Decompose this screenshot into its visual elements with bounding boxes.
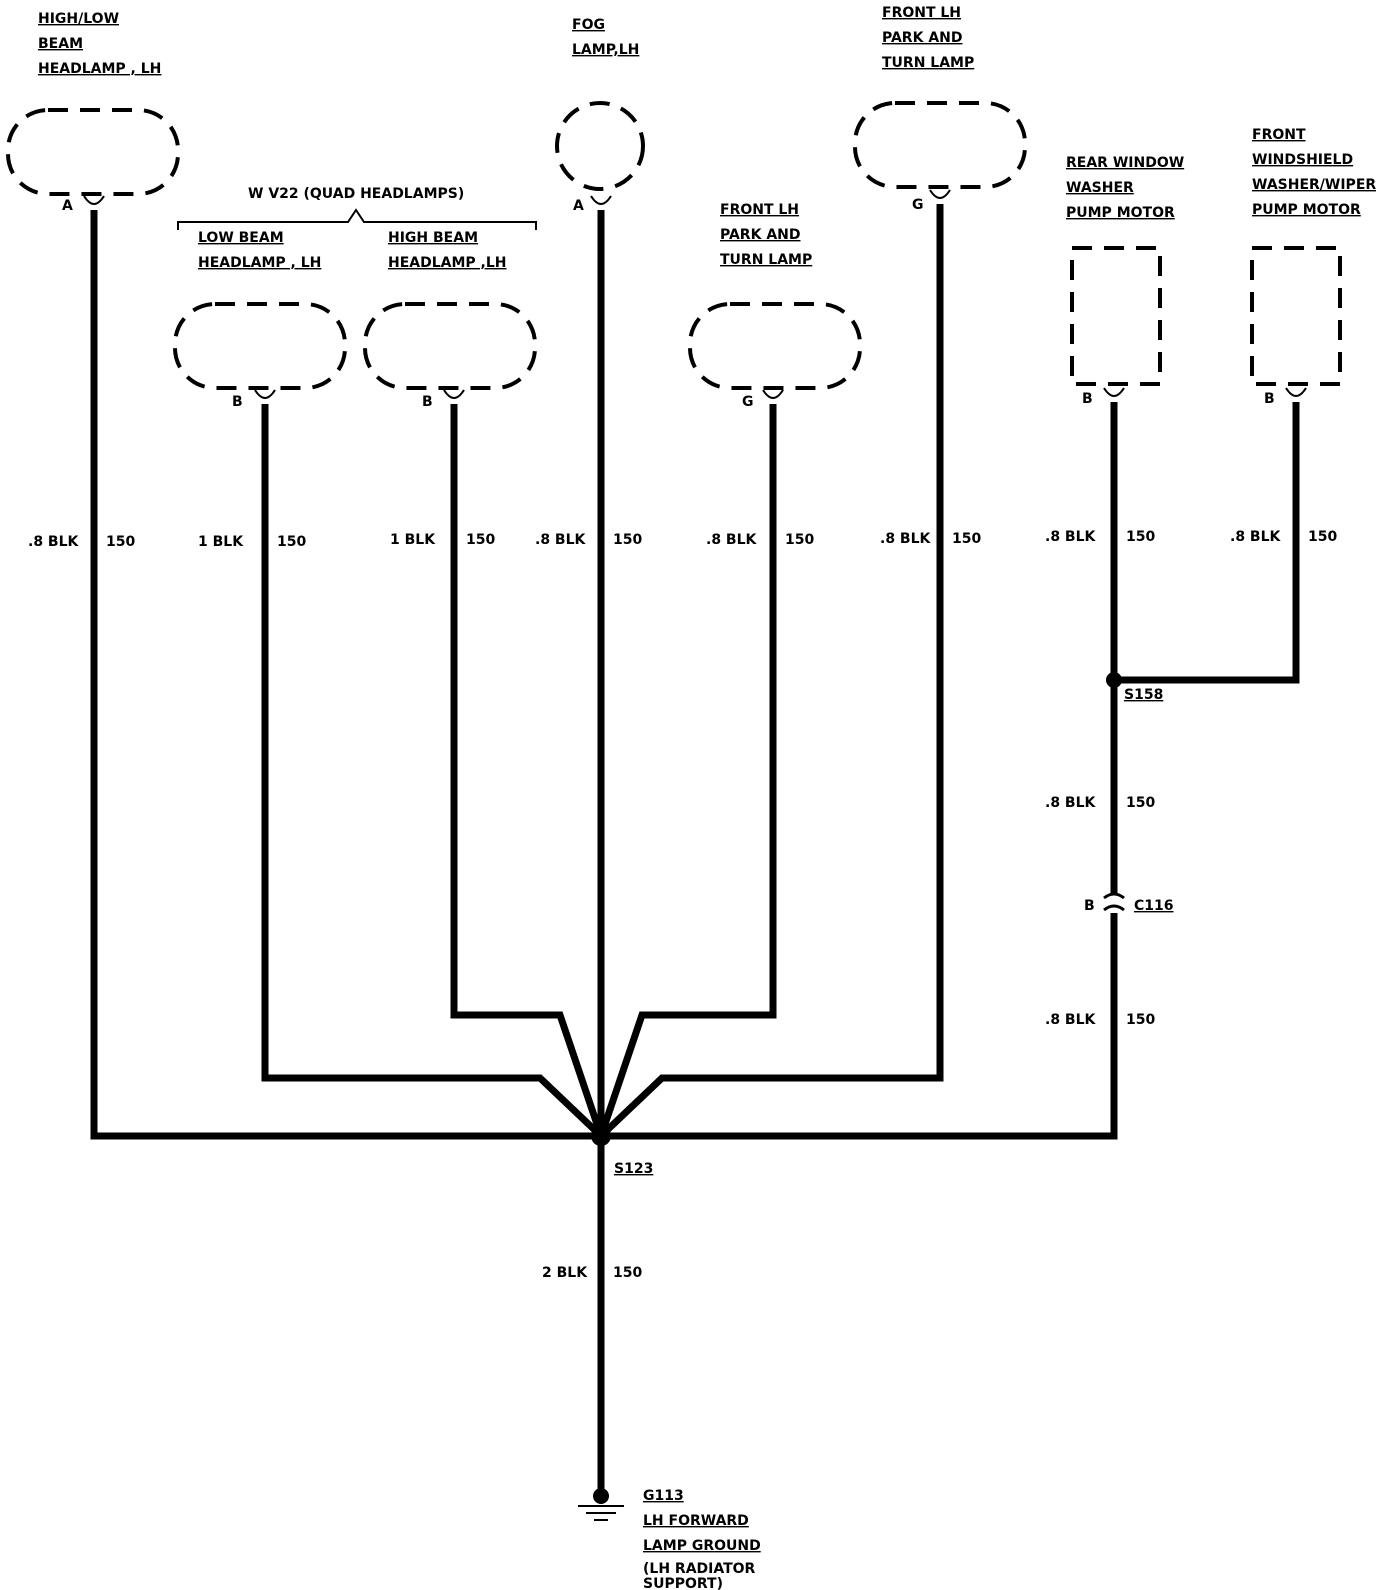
svg-text:150: 150: [106, 534, 135, 550]
svg-text:S123: S123: [614, 1161, 653, 1177]
park-turn-upper-body: [853, 101, 1027, 189]
ground-g113: G113 LH FORWARD LAMP GROUND (LH RADIATOR…: [578, 1488, 761, 1590]
fog-lamp-label: FOG LAMP,LH: [572, 17, 639, 58]
svg-text:150: 150: [466, 532, 495, 548]
connector-pins: A A G B B G B B: [62, 189, 1307, 410]
wire-high-beam: [450, 404, 605, 1138]
svg-text:1 BLK: 1 BLK: [390, 532, 436, 548]
svg-text:SUPPORT): SUPPORT): [643, 1576, 723, 1590]
svg-text:TURN LAMP: TURN LAMP: [882, 55, 974, 71]
svg-text:FRONT LH: FRONT LH: [720, 202, 799, 218]
wire-park-upper: [598, 204, 944, 1139]
hilo-headlamp-body: [6, 108, 180, 196]
svg-text:A: A: [573, 198, 584, 214]
splice-s158: S158: [1106, 672, 1163, 703]
svg-text:150: 150: [613, 1265, 642, 1281]
svg-text:1 BLK: 1 BLK: [198, 534, 244, 550]
svg-text:LAMP GROUND: LAMP GROUND: [643, 1538, 761, 1554]
svg-text:150: 150: [1126, 795, 1155, 811]
svg-text:PARK AND: PARK AND: [882, 30, 963, 46]
svg-text:LAMP,LH: LAMP,LH: [572, 42, 639, 58]
svg-text:.8 BLK: .8 BLK: [535, 532, 587, 548]
svg-text:B: B: [422, 394, 433, 410]
svg-text:FRONT: FRONT: [1252, 127, 1306, 143]
svg-text:WASHER/WIPER: WASHER/WIPER: [1252, 177, 1376, 193]
svg-text:B: B: [1264, 391, 1275, 407]
svg-text:(LH RADIATOR: (LH RADIATOR: [643, 1561, 756, 1577]
svg-text:LOW BEAM: LOW BEAM: [198, 230, 284, 246]
low-beam-body: [173, 302, 347, 390]
svg-text:.8 BLK: .8 BLK: [1045, 529, 1097, 545]
svg-text:B: B: [232, 394, 243, 410]
wire-hilo: [90, 210, 601, 1140]
svg-text:G: G: [742, 394, 754, 410]
svg-text:FRONT LH: FRONT LH: [882, 5, 961, 21]
park-turn-upper-label: FRONT LH PARK AND TURN LAMP: [882, 5, 974, 71]
wire-labels: .8 BLK 150 1 BLK 150 1 BLK 150 .8 BLK 15…: [28, 529, 1337, 1281]
fog-lamp-body: [555, 101, 645, 191]
svg-text:.8 BLK: .8 BLK: [706, 532, 758, 548]
svg-text:BEAM: BEAM: [38, 36, 83, 52]
svg-text:.8 BLK: .8 BLK: [1045, 1012, 1097, 1028]
svg-text:W V22 (QUAD HEADLAMPS): W V22 (QUAD HEADLAMPS): [248, 186, 464, 202]
svg-text:S158: S158: [1124, 687, 1163, 703]
windshield-washer-body: [1250, 246, 1342, 386]
svg-text:TURN LAMP: TURN LAMP: [720, 252, 812, 268]
svg-text:HEADLAMP , LH: HEADLAMP , LH: [198, 255, 321, 271]
svg-text:150: 150: [277, 534, 306, 550]
wire-park-lower: [597, 404, 777, 1138]
connector-c116: B C116: [1084, 892, 1174, 914]
svg-text:WINDSHIELD: WINDSHIELD: [1252, 152, 1353, 168]
svg-text:HIGH BEAM: HIGH BEAM: [388, 230, 478, 246]
svg-text:PUMP MOTOR: PUMP MOTOR: [1066, 205, 1175, 221]
svg-text:.8 BLK: .8 BLK: [28, 534, 80, 550]
wire-c116-s123: [601, 911, 1118, 1140]
svg-text:PARK AND: PARK AND: [720, 227, 801, 243]
wire-windshield: [1114, 402, 1300, 684]
hilo-headlamp-label: HIGH/LOW BEAM HEADLAMP , LH: [38, 11, 161, 77]
svg-text:HEADLAMP ,LH: HEADLAMP ,LH: [388, 255, 507, 271]
svg-text:.8 BLK: .8 BLK: [1230, 529, 1282, 545]
svg-text:2 BLK: 2 BLK: [542, 1265, 588, 1281]
park-turn-lower-label: FRONT LH PARK AND TURN LAMP: [720, 202, 812, 268]
wires: [90, 204, 1300, 1496]
windshield-washer-label: FRONT WINDSHIELD WASHER/WIPER PUMP MOTOR: [1252, 127, 1376, 218]
svg-text:150: 150: [785, 532, 814, 548]
svg-text:A: A: [62, 198, 73, 214]
park-turn-lower-body: [688, 302, 862, 390]
svg-text:FOG: FOG: [572, 17, 605, 33]
svg-text:G: G: [912, 197, 924, 213]
svg-text:150: 150: [1308, 529, 1337, 545]
svg-text:B: B: [1084, 898, 1095, 914]
svg-text:150: 150: [952, 531, 981, 547]
svg-text:HEADLAMP , LH: HEADLAMP , LH: [38, 61, 161, 77]
rear-washer-body: [1070, 246, 1162, 386]
splice-s123: S123: [591, 1126, 653, 1177]
svg-text:B: B: [1082, 391, 1093, 407]
svg-text:150: 150: [1126, 529, 1155, 545]
option-bracket: W V22 (QUAD HEADLAMPS): [177, 186, 537, 230]
svg-text:LH FORWARD: LH FORWARD: [643, 1513, 749, 1529]
svg-text:150: 150: [1126, 1012, 1155, 1028]
high-beam-body: [363, 302, 537, 390]
svg-text:WASHER: WASHER: [1066, 180, 1134, 196]
svg-text:PUMP MOTOR: PUMP MOTOR: [1252, 202, 1361, 218]
svg-text:C116: C116: [1134, 898, 1174, 914]
rear-washer-label: REAR WINDOW WASHER PUMP MOTOR: [1066, 155, 1184, 221]
svg-text:150: 150: [613, 532, 642, 548]
svg-text:.8 BLK: .8 BLK: [1045, 795, 1097, 811]
high-beam-label: HIGH BEAM HEADLAMP ,LH: [388, 230, 507, 271]
svg-text:REAR WINDOW: REAR WINDOW: [1066, 155, 1184, 171]
svg-text:HIGH/LOW: HIGH/LOW: [38, 11, 119, 27]
wire-low-beam: [261, 404, 604, 1139]
svg-text:G113: G113: [643, 1488, 684, 1504]
low-beam-label: LOW BEAM HEADLAMP , LH: [198, 230, 321, 271]
svg-text:.8 BLK: .8 BLK: [880, 531, 932, 547]
